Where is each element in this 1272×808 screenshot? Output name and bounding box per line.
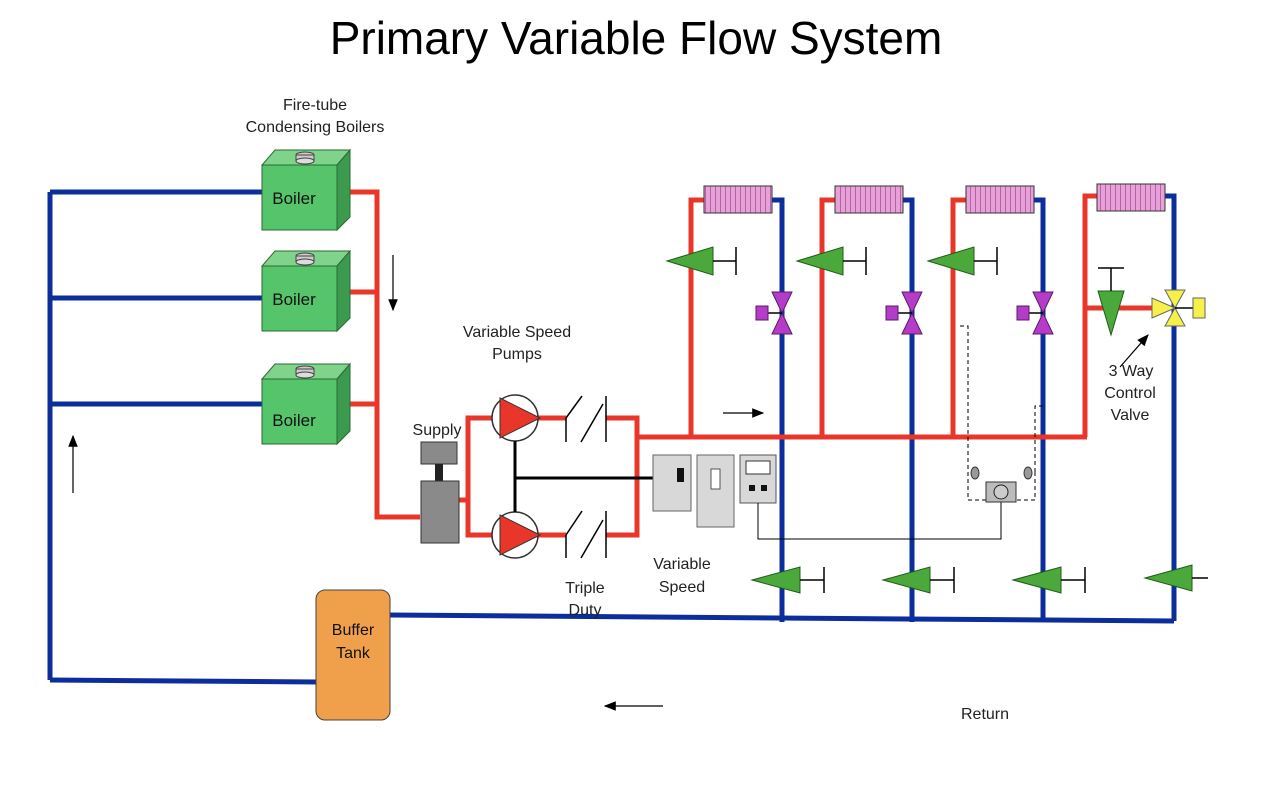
- boiler-3-label: Boiler: [272, 411, 316, 430]
- boiler-2[interactable]: Boiler: [260, 249, 352, 333]
- vfd-panel-1: [652, 454, 692, 512]
- pump-1[interactable]: [491, 394, 542, 442]
- pump-2[interactable]: [491, 511, 542, 559]
- supply-label: Supply: [413, 422, 462, 439]
- boilers-heading-line2: Condensing Boilers: [246, 119, 385, 136]
- boiler-1[interactable]: Boiler: [260, 148, 352, 232]
- balancing-valve-top-1: [665, 246, 737, 276]
- three-way-line1: 3 Way: [1109, 363, 1154, 380]
- three-way-valve: [1151, 289, 1206, 327]
- boiler-2-label: Boiler: [272, 290, 316, 309]
- pumps-heading-line2: Pumps: [492, 346, 542, 363]
- vfd-panel-2: [696, 454, 735, 528]
- triple-duty-line1: Triple: [565, 580, 605, 597]
- three-way-line3: Valve: [1111, 407, 1150, 424]
- buffer-tank-line2: Tank: [336, 645, 371, 662]
- three-way-line2: Control: [1104, 385, 1156, 402]
- triple-duty-valve-1: [565, 395, 607, 443]
- dp-sensor-wire: [757, 502, 1002, 540]
- return-piping: [47, 189, 1177, 685]
- balancing-valve-top-2: [795, 246, 867, 276]
- variable-speed-line1: Variable: [653, 556, 711, 573]
- coil-2: [834, 185, 904, 214]
- balancing-valve-bottom-3: [1011, 566, 1086, 594]
- boilers-heading-line1: Fire-tube: [283, 97, 347, 114]
- buffer-tank-line1: Buffer: [332, 622, 375, 639]
- coil-1: [703, 185, 773, 214]
- three-way-pointer-arrow: [1119, 334, 1149, 368]
- coil-4: [1096, 183, 1166, 212]
- air-dirt-separator: [420, 441, 460, 544]
- two-way-valve-3: [1016, 291, 1054, 335]
- coil-3: [965, 185, 1035, 214]
- pumps-heading-line1: Variable Speed: [463, 324, 571, 341]
- return-label: Return: [961, 706, 1009, 723]
- buffer-tank[interactable]: Buffer Tank: [315, 589, 391, 721]
- two-way-valve-2: [885, 291, 923, 335]
- controller: [739, 454, 777, 504]
- balancing-valve-top-4: [1097, 267, 1125, 337]
- triple-duty-valve-2: [565, 510, 607, 559]
- differential-pressure-sensor: [960, 325, 1043, 503]
- balancing-valve-top-3: [926, 246, 998, 276]
- triple-duty-line2: Duty: [569, 602, 602, 619]
- balancing-valve-bottom-2: [881, 566, 955, 594]
- boiler-1-label: Boiler: [272, 189, 316, 208]
- page-title: Primary Variable Flow System: [330, 12, 943, 64]
- balancing-valve-bottom-1: [750, 566, 825, 594]
- two-way-valve-1: [755, 291, 793, 335]
- balancing-valve-bottom-4: [1143, 564, 1208, 592]
- boiler-3[interactable]: Boiler: [260, 362, 352, 446]
- variable-speed-line2: Speed: [659, 579, 705, 596]
